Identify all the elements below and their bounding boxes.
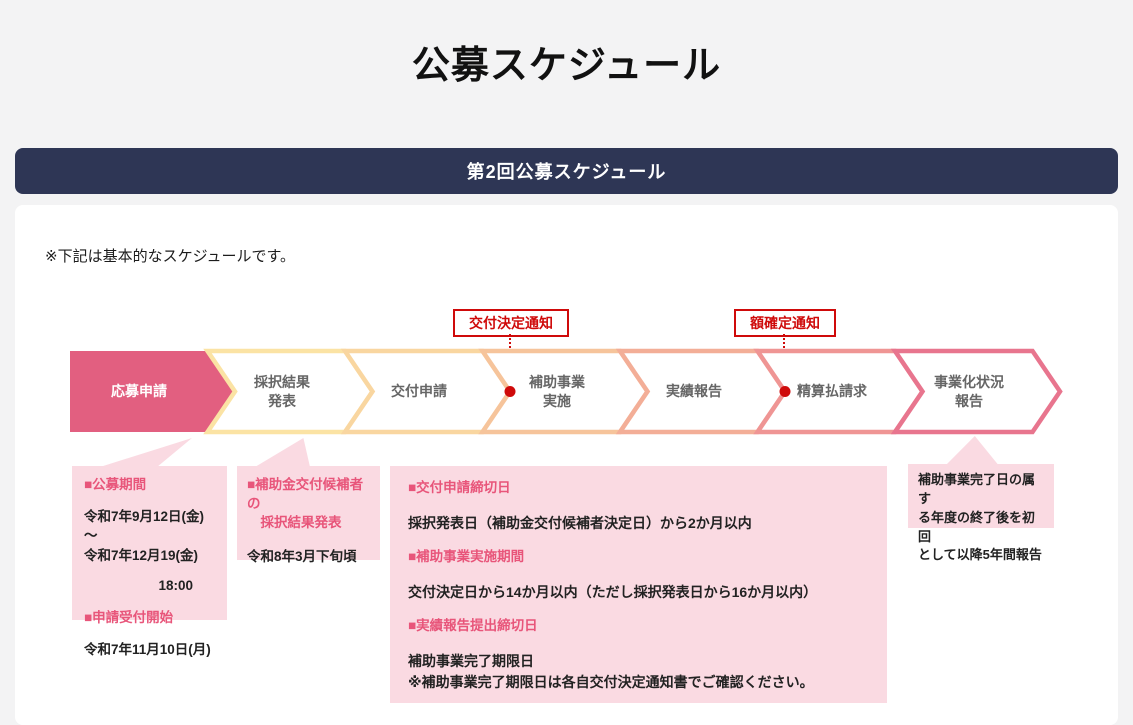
application-deadline-time: 18:00 — [158, 577, 193, 593]
banner-title: 第2回公募スケジュール — [466, 162, 667, 182]
reception-start-date: 令和7年11月10日(月) — [84, 642, 211, 658]
adoption-result-heading: ■補助金交付候補者の 採択結果発表 — [247, 477, 364, 530]
step-label-performance-report: 実績報告 — [666, 383, 722, 400]
round2-schedule-banner: 第2回公募スケジュール — [15, 148, 1118, 194]
application-period-dates: 令和7年9月12日(金)～ 令和7年12月19(金) — [84, 508, 205, 564]
grant-decision-dot — [504, 386, 516, 397]
page-title: 公募スケジュール — [411, 45, 722, 87]
grant-application-deadline-text: 採択発表日（補助金交付候補者決定日）から2か月以内 — [408, 514, 752, 531]
step-label-commercialization-report: 事業化状況 報告 — [934, 373, 1004, 409]
business-report-box: 補助事業完了日の属す る年度の終了後を初回 として以降5年間報告 — [908, 464, 1054, 562]
step-label-application: 応募申請 — [111, 383, 167, 400]
reception-start-heading: ■申請受付開始 — [84, 610, 174, 626]
adoption-result-box: ■補助金交付候補者の 採択結果発表 令和8年3月下旬頃 — [237, 466, 380, 564]
grant-decision-notice-label: 交付決定通知 — [453, 309, 569, 338]
amount-confirmation-dot — [779, 386, 791, 397]
business-report-text: 補助事業完了日の属す る年度の終了後を初回 として以降5年間報告 — [918, 472, 1042, 563]
step-label-subsidy-project: 補助事業 実施 — [529, 373, 585, 409]
grant-application-deadline-heading: ■交付申請締切日 — [408, 480, 511, 495]
step-label-grant-application: 交付申請 — [391, 383, 447, 400]
step-label-adoption-result: 採択結果 発表 — [254, 373, 310, 409]
amount-confirmation-notice-label: 額確定通知 — [734, 309, 836, 338]
performance-report-deadline-heading: ■実績報告提出締切日 — [408, 618, 538, 634]
performance-report-deadline-text: 補助事業完了期限日 ※補助事業完了期限日は各自交付決定通知書でご確認ください。 — [408, 653, 814, 690]
adoption-result-date: 令和8年3月下旬頃 — [247, 548, 357, 564]
application-period-heading: ■公募期間 — [84, 477, 147, 492]
chevron-step-1 — [70, 351, 235, 432]
implementation-details-box: ■交付申請締切日 採択発表日（補助金交付候補者決定日）から2か月以内 ■補助事業… — [390, 466, 887, 703]
implementation-period-heading: ■補助事業実施期間 — [408, 549, 525, 565]
chevron-step-7 — [890, 348, 1063, 435]
timeline-chevrons — [70, 348, 1063, 435]
application-period-box: ■公募期間 令和7年9月12日(金)～ 令和7年12月19(金) 18:00 ■… — [72, 466, 227, 657]
step-label-settlement-payment: 精算払請求 — [797, 383, 867, 400]
schedule-note: ※下記は基本的なスケジュールです。 — [45, 248, 296, 265]
implementation-period-text: 交付決定日から14か月以内（ただし採択発表日から16か月以内） — [408, 584, 818, 601]
